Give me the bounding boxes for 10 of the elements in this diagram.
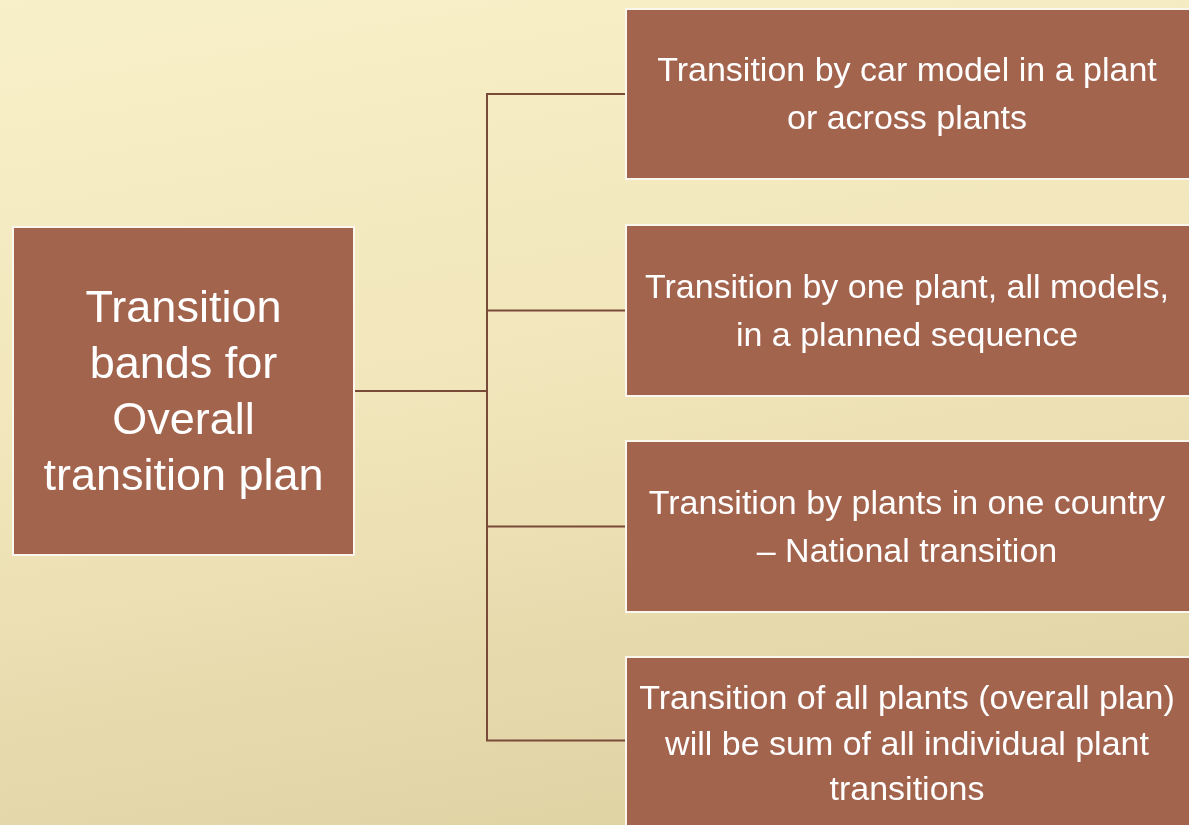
box-text: Transition of all plants (overall plan) will be sum of all individual plant transitions bbox=[638, 676, 1176, 810]
process-box bbox=[625, 440, 1189, 613]
process-box bbox=[625, 656, 1189, 825]
box-text: Transition by car model in a plant or across plants bbox=[656, 49, 1158, 138]
box-text: Transition bands for Overall transition plan bbox=[42, 280, 325, 502]
box-text: Transition by plants in one country – National transition bbox=[647, 481, 1167, 571]
process-box bbox=[12, 226, 355, 556]
process-box bbox=[625, 8, 1189, 180]
process-box bbox=[625, 224, 1189, 397]
box-text: Transition by one plant, all models, in a planned sequence bbox=[643, 265, 1171, 355]
